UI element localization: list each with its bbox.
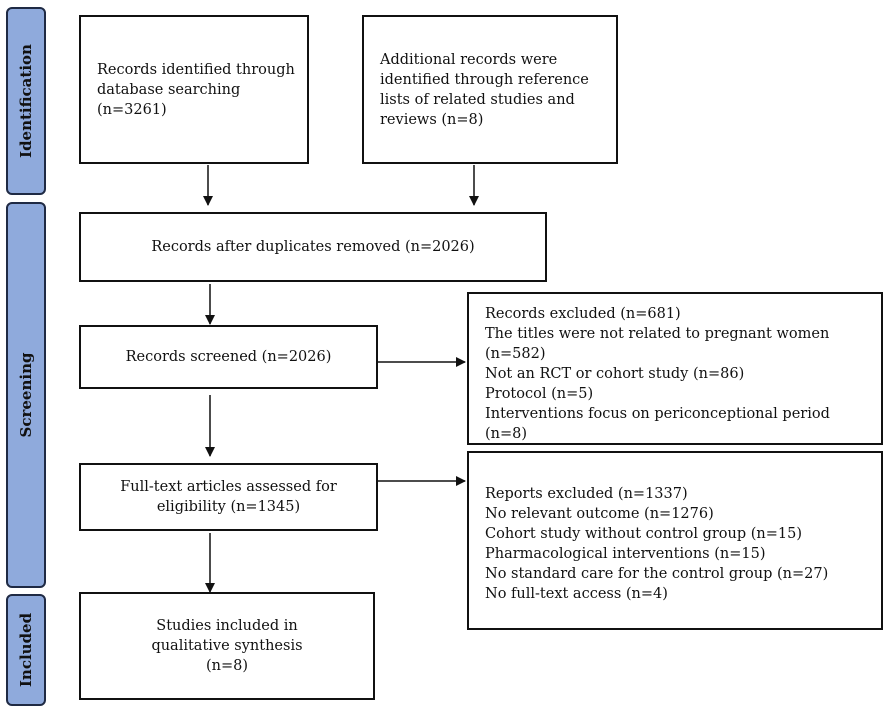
reports-excluded-line: No standard care for the control group (…: [485, 566, 829, 582]
reports-excluded-line: No full-text access (n=4): [485, 586, 668, 602]
phase-identification: Identification: [6, 7, 46, 195]
phase-included: Included: [6, 594, 46, 706]
phase-screening: Screening: [6, 202, 46, 588]
records-excluded-line: Interventions focus on periconceptional …: [485, 406, 830, 422]
records-screened-text: Records screened (n=2026): [125, 349, 332, 365]
box-fulltext-assessed: Full-text articles assessed for eligibil…: [79, 463, 378, 531]
box-reports-excluded: Reports excluded (n=1337) No relevant ou…: [467, 451, 883, 630]
box-records-excluded: Records excluded (n=681) The titles were…: [467, 292, 883, 445]
reports-excluded-line: No relevant outcome (n=1276): [485, 506, 714, 522]
duplicates-removed-text: Records after duplicates removed (n=2026…: [151, 239, 475, 255]
records-excluded-line: Records excluded (n=681): [485, 306, 681, 322]
box-database-records: Records identified through database sear…: [79, 15, 309, 164]
box-additional-records: Additional records were identified throu…: [362, 15, 618, 164]
database-records-text: Records identified through database sear…: [97, 61, 295, 118]
additional-records-text: Additional records were identified throu…: [380, 51, 589, 128]
box-duplicates-removed: Records after duplicates removed (n=2026…: [79, 212, 547, 282]
reports-excluded-line: Cohort study without control group (n=15…: [485, 526, 803, 542]
studies-included-text: Studies included in qualitative synthesi…: [151, 618, 303, 674]
reports-excluded-line: Reports excluded (n=1337): [485, 486, 688, 502]
box-records-screened: Records screened (n=2026): [79, 325, 378, 389]
records-excluded-line: (n=8): [485, 426, 528, 442]
records-excluded-line: The titles were not related to pregnant …: [485, 326, 830, 342]
fulltext-assessed-text: Full-text articles assessed for eligibil…: [120, 479, 337, 515]
reports-excluded-line: Pharmacological interventions (n=15): [485, 546, 766, 562]
box-studies-included: Studies included in qualitative synthesi…: [79, 592, 375, 700]
records-excluded-line: (n=582): [485, 346, 546, 362]
records-excluded-line: Not an RCT or cohort study (n=86): [485, 366, 745, 382]
records-excluded-line: Protocol (n=5): [485, 386, 594, 402]
